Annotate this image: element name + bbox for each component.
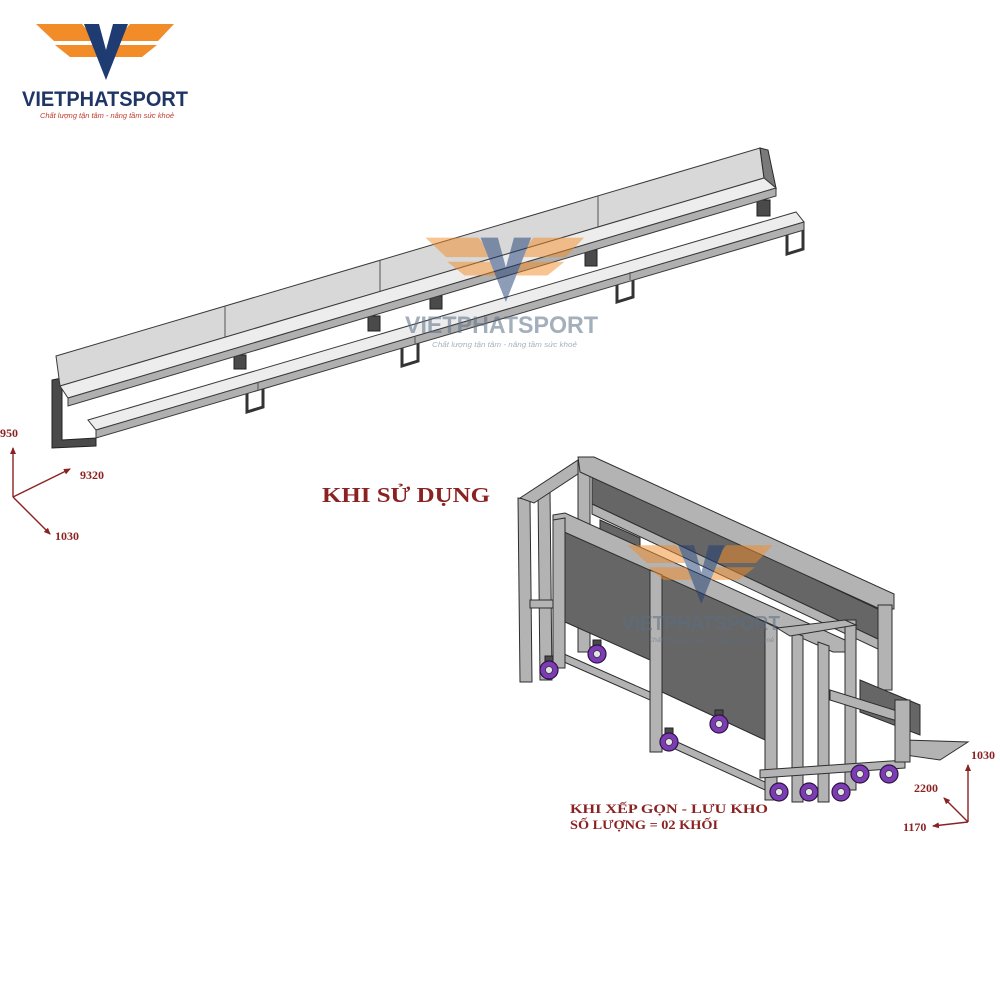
caster-hub	[715, 720, 723, 728]
length-arrow	[943, 797, 969, 823]
front-seat-face	[95, 221, 805, 439]
back-seat-face	[67, 187, 777, 407]
front-row-frame	[400, 343, 420, 369]
front-block-post	[649, 569, 663, 753]
caster-hub	[775, 788, 783, 796]
caster-hub	[856, 770, 864, 778]
step-post	[894, 699, 911, 763]
caster-hub	[805, 788, 813, 796]
caster-hub	[885, 770, 893, 778]
back-block-post	[517, 497, 533, 683]
caster-hub	[545, 666, 553, 674]
depth-arrow	[932, 821, 969, 829]
watermark-tagline: Chất lượng tận tâm - nâng tầm sức khoẻ	[648, 635, 774, 644]
back-row-bracket	[367, 315, 381, 332]
back-block-post	[537, 489, 553, 681]
lower-rail	[759, 759, 906, 779]
back-block-end-post	[877, 604, 893, 691]
storage-caption-line2: SỐ LƯỢNG = 02 KHỐI	[570, 817, 718, 832]
brand-logo-mark	[36, 24, 174, 80]
front-row-frame	[615, 279, 635, 305]
back-row-bracket	[756, 199, 771, 217]
back-block-top-beam	[577, 456, 895, 610]
caster-hub	[593, 650, 601, 658]
watermark-brand: VIETPHATSPORT	[622, 613, 780, 635]
bleacher-in-use	[51, 147, 805, 449]
front-row-frame	[245, 388, 265, 415]
storage-dimensions: 1030 2200 1170	[903, 748, 995, 834]
height-label: 950	[0, 426, 18, 440]
brand-name: VIETPHATSPORT	[22, 88, 188, 111]
watermark-folded: VIETPHATSPORT Chất lượng tận tâm - nâng …	[622, 545, 780, 644]
front-row-frame	[785, 229, 805, 257]
depth-label: 1030	[55, 529, 79, 543]
storage-caption-line1: KHI XẾP GỌN - LƯU KHO	[570, 801, 768, 816]
depth-arrow	[12, 496, 51, 535]
in-use-dimensions: 950 9320 1030	[0, 426, 104, 543]
back-row-bracket	[233, 354, 247, 370]
front-block-post	[791, 631, 804, 803]
watermark-tagline: Chất lượng tận tâm - nâng tầm sức khoẻ	[432, 340, 577, 349]
caster-wheels	[539, 639, 899, 802]
caster-hub	[837, 788, 845, 796]
watermark-center: VIETPHATSPORT Chất lượng tận tâm - nâng …	[405, 237, 598, 349]
watermark-brand: VIETPHATSPORT	[405, 312, 598, 339]
front-block-post	[817, 641, 830, 803]
front-block-post	[552, 517, 566, 669]
height-label: 1030	[971, 748, 995, 762]
brand-tagline: Chất lượng tận tâm - nâng tầm sức khoẻ	[40, 111, 174, 120]
in-use-caption: KHI SỬ DỤNG	[322, 483, 490, 507]
length-label: 9320	[80, 468, 104, 482]
caster-hub	[665, 738, 673, 746]
length-label: 2200	[914, 781, 938, 795]
front-block-connector	[775, 619, 858, 637]
ramp-plate	[904, 739, 970, 761]
brand-logo: VIETPHATSPORT Chất lượng tận tâm - nâng …	[22, 24, 188, 120]
depth-label: 1170	[903, 820, 926, 834]
back-seat-top	[59, 177, 778, 399]
length-arrow	[12, 468, 71, 498]
